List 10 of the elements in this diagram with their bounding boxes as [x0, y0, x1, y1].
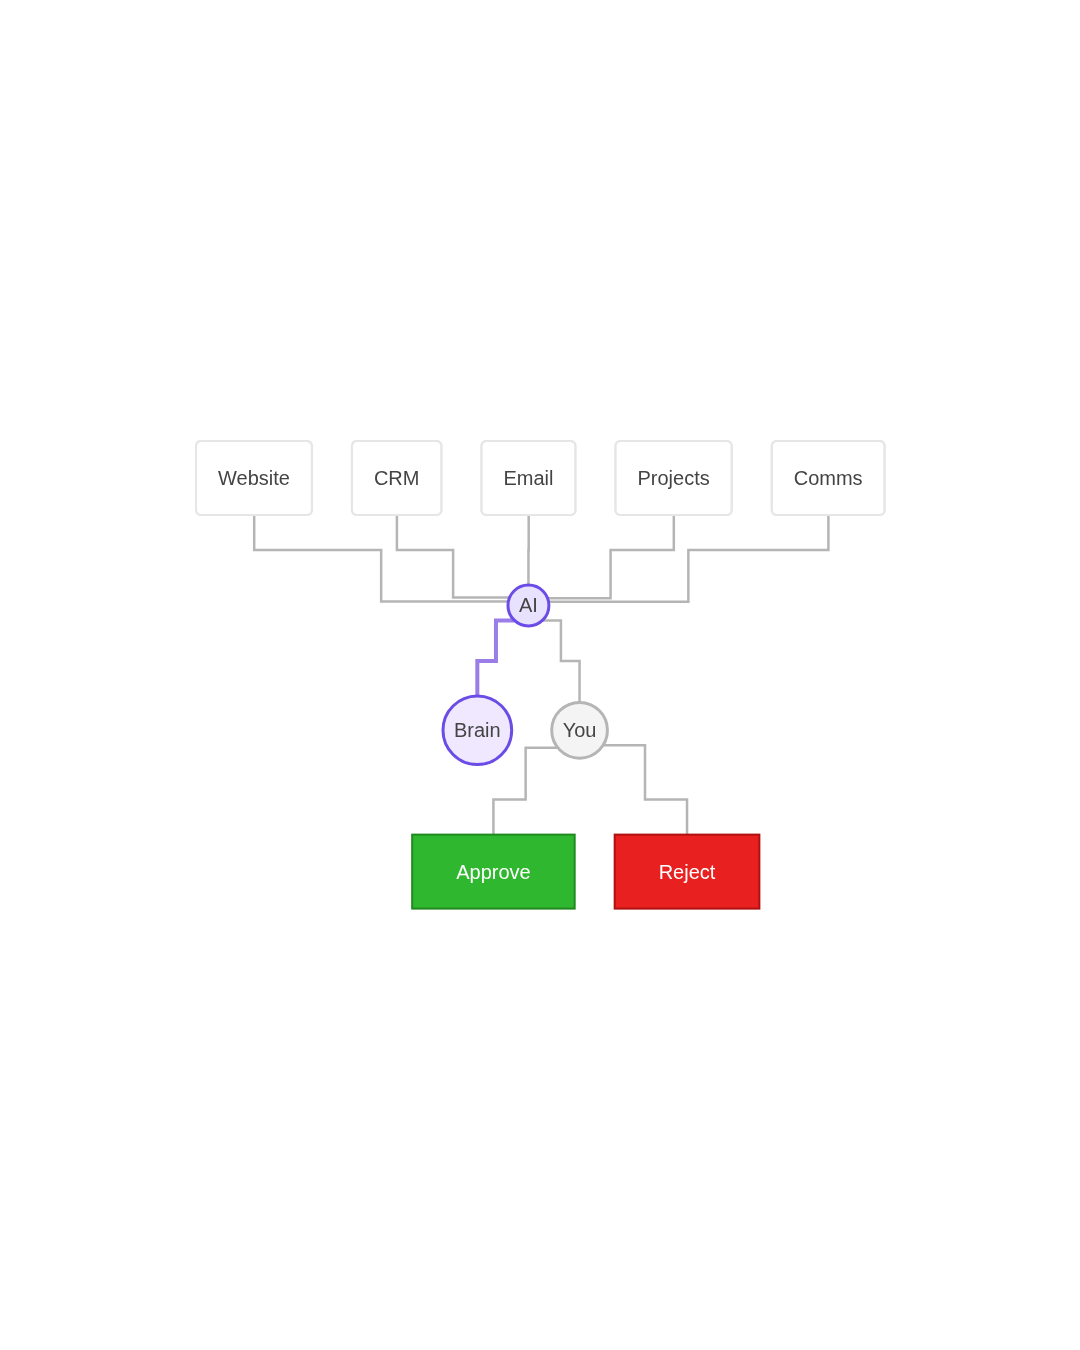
node-box: Reject [613, 833, 761, 910]
connector [395, 514, 510, 599]
node-circle: AI [506, 583, 551, 628]
connector [548, 514, 830, 604]
node-circle: Brain [441, 694, 513, 767]
node-circle: You [549, 701, 609, 760]
node-text: Website [217, 467, 290, 490]
connector [547, 514, 676, 600]
connector [252, 514, 509, 603]
node-box: Approve [410, 833, 576, 910]
